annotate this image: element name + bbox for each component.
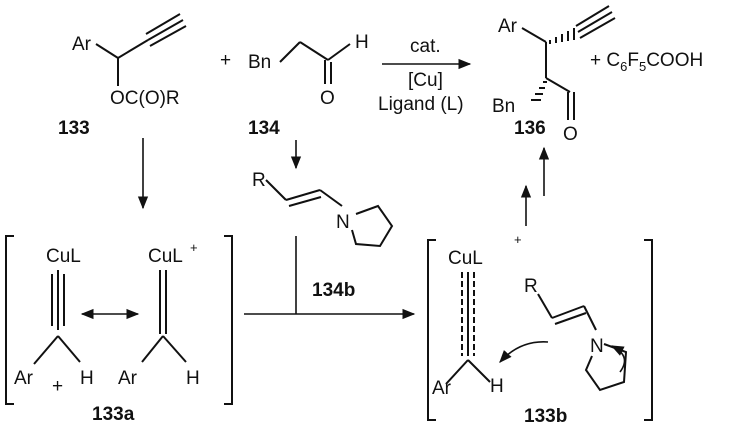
plus-charge: + xyxy=(190,240,198,255)
oxygen-label: O xyxy=(320,88,335,109)
bond xyxy=(265,179,287,201)
copper-label: [Cu] xyxy=(408,70,443,91)
bond xyxy=(319,189,343,207)
aryl-label: Ar xyxy=(498,16,518,37)
bond xyxy=(327,43,351,61)
plus-charge: + xyxy=(52,376,63,397)
alkene-double-bond xyxy=(285,189,322,207)
bracket-left xyxy=(5,235,14,405)
bracket-left xyxy=(427,239,436,421)
catalyst-label: cat. xyxy=(410,36,441,57)
bracket-right xyxy=(644,239,653,421)
bond xyxy=(95,43,119,59)
copper-ligand-label: CuL xyxy=(148,246,183,267)
hydrogen-label: H xyxy=(490,376,504,397)
hashed-wedge-bond xyxy=(531,81,547,101)
bond xyxy=(57,335,81,363)
alkene-double-bond xyxy=(551,305,587,325)
curved-electron-arrow xyxy=(499,341,549,363)
bond xyxy=(545,77,571,93)
intermediate-133b-bracket: CuL + Ar H R N 133b xyxy=(427,232,653,427)
allenyl-bonds xyxy=(461,272,475,356)
copper-ligand-label: CuL xyxy=(46,246,81,267)
pyrrolidine-ring xyxy=(351,204,394,248)
bond xyxy=(583,305,597,331)
oxygen-label: O xyxy=(563,124,578,145)
intermediate-133a-bracket: CuL Ar + H CuL + Ar H 133a xyxy=(5,235,233,425)
bond xyxy=(33,335,59,365)
benzyl-label: Bn xyxy=(248,52,271,73)
r-group-label: R xyxy=(524,276,538,297)
nitrogen-label: N xyxy=(590,336,604,357)
copper-ligand-label: CuL xyxy=(448,248,483,269)
bond xyxy=(141,335,164,363)
compound-133: Ar OC(O)R 133 xyxy=(58,13,187,139)
compound-number-134b: 134b xyxy=(312,280,355,301)
compound-134: Bn H O 134 xyxy=(248,32,369,139)
compound-number-136: 136 xyxy=(514,118,546,139)
hydrogen-label: H xyxy=(186,368,200,389)
aryl-label: Ar xyxy=(432,378,452,399)
hashed-wedge-bond xyxy=(549,28,575,44)
bond xyxy=(445,359,469,385)
triple-bond xyxy=(575,5,616,39)
bond xyxy=(537,293,553,319)
triple-bond xyxy=(51,270,65,330)
bond xyxy=(117,39,149,59)
benzyl-label: Bn xyxy=(492,96,515,117)
carbonyl-double-bond xyxy=(324,60,332,84)
plus-sign: + xyxy=(220,50,231,71)
bond xyxy=(521,27,547,43)
cumulated-double-bond xyxy=(159,270,167,334)
bond xyxy=(279,41,301,63)
aryl-label: Ar xyxy=(14,368,34,389)
bond xyxy=(299,41,329,61)
compound-number-133a: 133a xyxy=(92,404,135,425)
product-136: Ar Bn O 136 xyxy=(492,5,616,145)
enamine-134b: R N 134b xyxy=(252,170,394,301)
carbonyl-double-bond xyxy=(567,92,575,120)
bracket-right xyxy=(224,235,233,405)
compound-number-133b: 133b xyxy=(524,406,567,427)
hydrogen-label: H xyxy=(355,32,369,53)
aryl-label: Ar xyxy=(118,368,138,389)
bond xyxy=(467,359,491,383)
aryl-label: Ar xyxy=(72,34,92,55)
r-group-label: R xyxy=(252,170,266,191)
compound-number-133: 133 xyxy=(58,118,90,139)
compound-number-134: 134 xyxy=(248,118,280,139)
triple-bond xyxy=(145,13,187,47)
bond xyxy=(162,335,187,363)
ester-label: OC(O)R xyxy=(110,88,180,109)
byproduct-formula: + C6F5COOH xyxy=(590,50,703,74)
hydrogen-label: H xyxy=(80,368,94,389)
nitrogen-label: N xyxy=(336,212,350,233)
curved-electron-arrow xyxy=(610,345,626,373)
ligand-label: Ligand (L) xyxy=(378,94,464,115)
plus-charge: + xyxy=(514,232,522,247)
